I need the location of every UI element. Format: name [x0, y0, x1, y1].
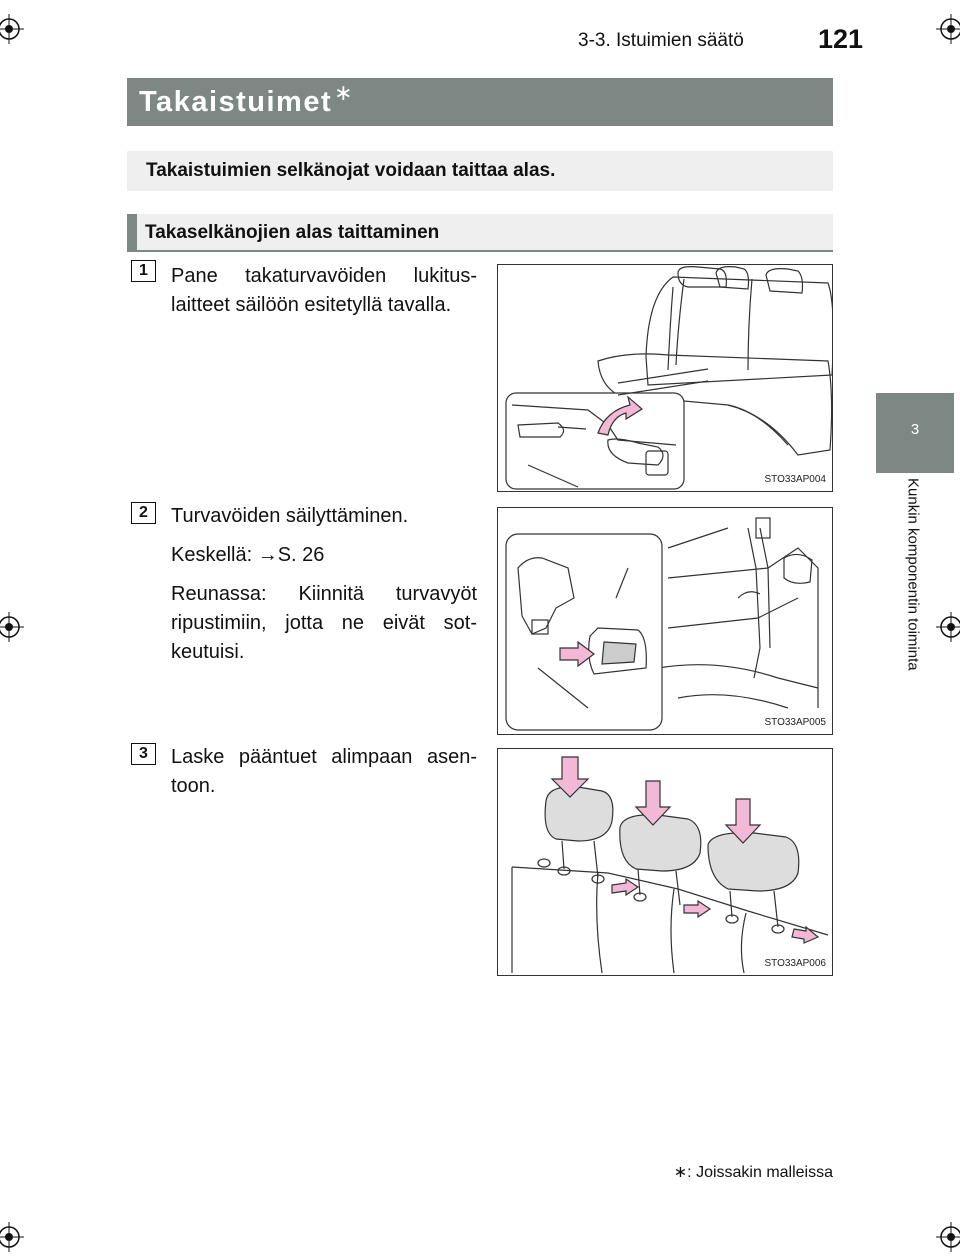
page-title: Takaistuimet∗ — [127, 78, 833, 126]
figure-code-2: STO33AP005 — [764, 717, 826, 728]
registration-mark-top-left — [0, 14, 24, 44]
step-text-1: Pane takaturvavöiden lukitus-laitteet sä… — [171, 262, 477, 320]
chapter-tab: 3 — [876, 393, 954, 473]
subheading: Takaselkänojien alas taittaminen — [127, 214, 833, 252]
step-text-3: Laske pääntuet alimpaan asen-toon. — [171, 743, 477, 801]
step-number-2: 2 — [131, 502, 156, 524]
registration-mark-mid-right — [936, 612, 960, 642]
figure-seatbelt-hooks: STO33AP005 — [497, 507, 833, 735]
registration-mark-bottom-left — [0, 1222, 24, 1252]
figure-seatbelt-buckles: STO33AP004 — [497, 264, 833, 492]
step-number-1: 1 — [131, 260, 156, 282]
asterisk-mark: ∗ — [334, 80, 355, 105]
page-number: 121 — [818, 24, 864, 54]
figure-code-1: STO33AP004 — [764, 474, 826, 485]
step-2-paragraph-3: Reunassa: Kiinnitä turvavyöt ripustimiin… — [171, 583, 477, 663]
section-header: 3-3. Istuimien säätö — [578, 30, 744, 51]
intro-box: Takaistuimien selkänojat voidaan taittaa… — [127, 151, 833, 191]
figure-code-3: STO33AP006 — [764, 958, 826, 969]
chapter-title-text: Kunkin komponentin toiminta — [904, 478, 922, 671]
step-2-paragraph-2: Keskellä: →S. 26 — [171, 544, 325, 566]
registration-mark-top-right — [936, 14, 960, 44]
step-3-paragraph: Laske pääntuet alimpaan asen-toon. — [171, 746, 477, 797]
figure-headrests: STO33AP006 — [497, 748, 833, 976]
step-number-3: 3 — [131, 743, 156, 765]
registration-mark-bottom-right — [936, 1222, 960, 1252]
chapter-title: Kunkin komponentin toiminta — [903, 478, 923, 728]
step-text-2: Turvavöiden säilyttäminen. Keskellä: →S.… — [171, 502, 477, 667]
registration-mark-mid-left — [0, 612, 24, 642]
step-1-paragraph: Pane takaturvavöiden lukitus-laitteet sä… — [171, 265, 477, 316]
step-2-paragraph-1: Turvavöiden säilyttäminen. — [171, 505, 409, 527]
page-title-text: Takaistuimet — [139, 86, 333, 118]
footnote: ∗: Joissakin malleissa — [673, 1164, 833, 1181]
